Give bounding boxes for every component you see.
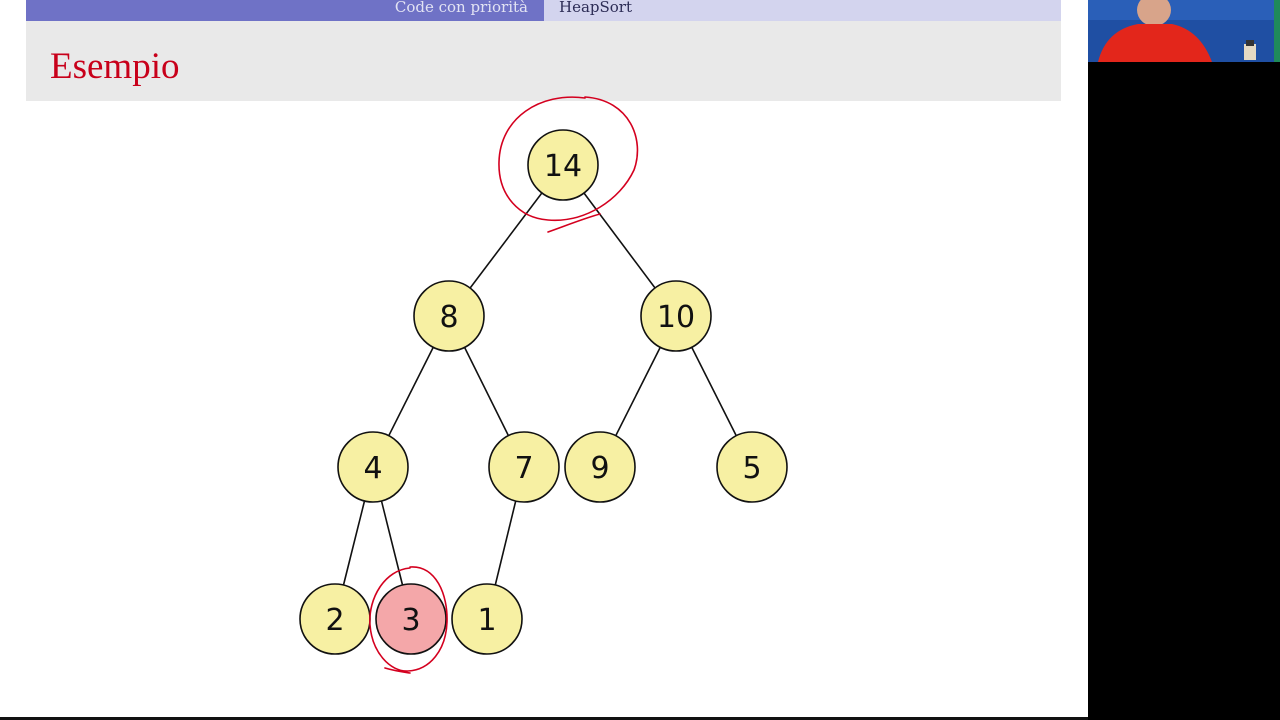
tree-node: 4 <box>338 432 408 502</box>
tree-edges <box>335 165 752 619</box>
presenter-video-icon <box>1088 0 1280 62</box>
tree-node-label: 3 <box>401 603 420 638</box>
tree-node-label: 9 <box>590 451 609 486</box>
tree-node-label: 14 <box>544 149 582 184</box>
tree-node-label: 5 <box>742 451 761 486</box>
tree-node-label: 1 <box>477 603 496 638</box>
tree-node: 7 <box>489 432 559 502</box>
tree-node: 1 <box>452 584 522 654</box>
tree-node-label: 2 <box>325 603 344 638</box>
tree-node: 5 <box>717 432 787 502</box>
tree-node-label: 7 <box>514 451 533 486</box>
tree-node: 3 <box>376 584 446 654</box>
tree-node: 14 <box>528 130 598 200</box>
video-panel <box>1088 0 1280 720</box>
tree-node-label: 4 <box>363 451 382 486</box>
tree-node: 8 <box>414 281 484 351</box>
tree-node-label: 10 <box>657 300 695 335</box>
tree-node: 9 <box>565 432 635 502</box>
heap-tree-diagram: 14 8 10 4 7 9 5 2 3 1 <box>0 0 1088 720</box>
tree-node: 2 <box>300 584 370 654</box>
tree-node-label: 8 <box>439 300 458 335</box>
tree-node: 10 <box>641 281 711 351</box>
